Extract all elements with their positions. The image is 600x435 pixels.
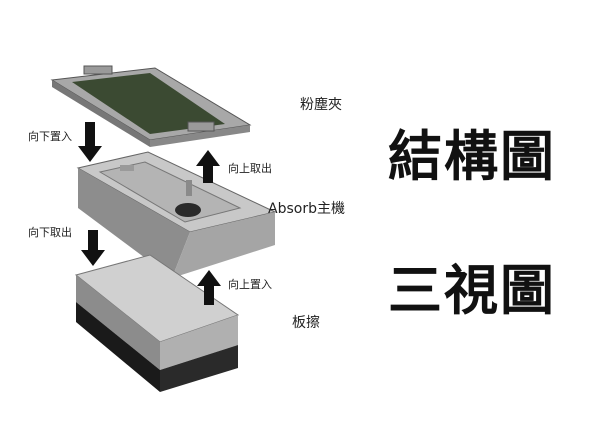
arrow-down-bottom-icon <box>81 230 105 266</box>
label-place-up: 向上置入 <box>228 278 272 291</box>
label-chalk-holder: 粉塵夾 <box>300 97 342 113</box>
label-take-out-up: 向上取出 <box>228 162 272 175</box>
arrow-up-right-bottom-icon <box>197 270 221 305</box>
chalk-holder-frame <box>50 65 252 147</box>
title-structure: 結構圖 <box>388 125 556 188</box>
absorb-main-unit <box>76 151 277 278</box>
label-place-down-top: 向下置入 <box>28 130 72 143</box>
eraser-block <box>74 254 240 392</box>
title-three-view: 三視圖 <box>388 259 556 322</box>
label-eraser: 板擦 <box>292 315 320 331</box>
label-take-out-down: 向下取出 <box>28 226 72 239</box>
arrow-down-top-icon <box>78 122 102 162</box>
arrow-up-right-top-icon <box>196 150 220 183</box>
label-absorb-unit: Absorb主機 <box>268 201 345 217</box>
